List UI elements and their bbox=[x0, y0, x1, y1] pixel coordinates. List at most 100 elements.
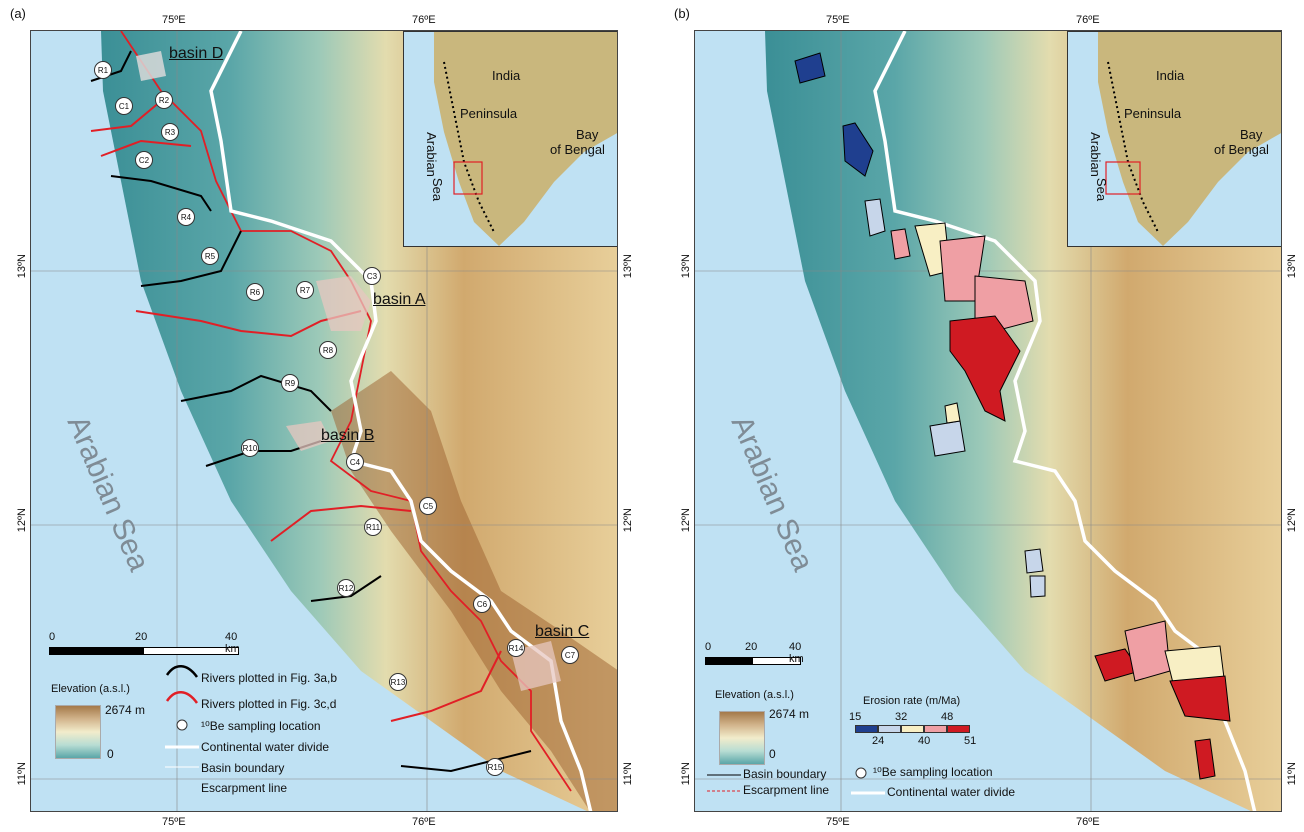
tick-lat-11-left-b: 11ºN bbox=[680, 762, 692, 786]
river-marker: R14 bbox=[507, 639, 525, 657]
basin-a-area bbox=[316, 276, 371, 331]
basin-erosion bbox=[1169, 675, 1231, 722]
basin-c-label: basin C bbox=[535, 623, 590, 640]
inset-india: India bbox=[492, 68, 521, 83]
coastal-marker: C3 bbox=[363, 267, 381, 285]
elevation-max-b: 2674 m bbox=[769, 707, 810, 721]
basin-erosion bbox=[1029, 575, 1046, 598]
river-line bbox=[110, 175, 212, 212]
river-marker: R10 bbox=[241, 439, 259, 457]
river-marker: R1 bbox=[94, 61, 112, 79]
elevation-title-b: Elevation (a.s.l.) bbox=[715, 689, 794, 701]
river-line-red bbox=[90, 100, 162, 132]
inset-sea-b: Sea bbox=[1094, 177, 1110, 202]
panel-label-a: (a) bbox=[10, 6, 26, 21]
erosion-top-label: 15 bbox=[849, 711, 862, 723]
tick-lon-75-bottom-a: 75ºE bbox=[162, 816, 186, 828]
coastal-marker: C1 bbox=[115, 97, 133, 115]
legend-basin-boundary-a: Basin boundary bbox=[201, 761, 285, 775]
inset-of-bengal: of Bengal bbox=[550, 142, 605, 157]
tick-lat-13-left-a: 13ºN bbox=[16, 254, 28, 279]
tick-lon-76-top-a: 76ºE bbox=[412, 14, 436, 26]
basin-erosion bbox=[842, 122, 874, 177]
erosion-swatch bbox=[901, 725, 924, 733]
tick-lat-12-left-b: 12ºN bbox=[680, 508, 692, 533]
basin-erosion bbox=[1194, 738, 1216, 780]
map-panel-a: Arabian Sea basin D basin A basin B basi… bbox=[30, 30, 618, 812]
legend-escarpment-a: Escarpment line bbox=[201, 781, 288, 795]
erosion-bottom-label: 24 bbox=[872, 735, 885, 747]
tick-lon-76-bottom-b: 76ºE bbox=[1076, 816, 1100, 828]
river-line bbox=[310, 575, 382, 602]
inset-peninsula-b: Peninsula bbox=[1124, 106, 1182, 121]
tick-lat-12-right-b: 12ºN bbox=[1286, 508, 1298, 533]
basin-erosion bbox=[949, 315, 1021, 422]
basin-d-label: basin D bbox=[169, 45, 224, 62]
basin-erosion bbox=[864, 198, 886, 237]
tick-lat-11-right-b: 11ºN bbox=[1286, 762, 1298, 786]
legend-divide-b: Continental water divide bbox=[887, 785, 1016, 799]
inset-map-a: India Peninsula Arabian Sea Bay of Benga… bbox=[403, 31, 617, 247]
tick-lon-76-bottom-a: 76ºE bbox=[412, 816, 436, 828]
erosion-swatch bbox=[924, 725, 947, 733]
tick-lon-75-bottom-b: 75ºE bbox=[826, 816, 850, 828]
inset-bay-b: Bay bbox=[1240, 127, 1263, 142]
coastal-marker: C6 bbox=[473, 595, 491, 613]
coastal-marker: C4 bbox=[346, 453, 364, 471]
legend-rivers-ab: Rivers plotted in Fig. 3a,b bbox=[201, 671, 338, 685]
erosion-top-label: 32 bbox=[895, 711, 908, 723]
river-marker: R15 bbox=[486, 758, 504, 776]
inset-of-bengal-b: of Bengal bbox=[1214, 142, 1269, 157]
elevation-min-a: 0 bbox=[107, 747, 114, 761]
inset-bay: Bay bbox=[576, 127, 599, 142]
river-line bbox=[180, 374, 332, 412]
inset-india-b: India bbox=[1156, 68, 1185, 83]
tick-lat-13-left-b: 13ºN bbox=[680, 254, 692, 279]
legend-lines-b bbox=[707, 774, 741, 792]
river-line-red bbox=[270, 504, 412, 542]
coastal-marker: C7 bbox=[561, 646, 579, 664]
coastal-marker: C5 bbox=[419, 497, 437, 515]
panel-label-b: (b) bbox=[674, 6, 690, 21]
river-marker: R12 bbox=[337, 579, 355, 597]
map-panel-b: Arabian Sea India Peninsula Arabian Sea … bbox=[694, 30, 1282, 812]
legend-basin-boundary-b: Basin boundary bbox=[743, 767, 827, 781]
erosion-swatch bbox=[878, 725, 901, 733]
escarpment-line bbox=[120, 31, 572, 792]
erosion-bottom-label: 51 bbox=[964, 735, 977, 747]
tick-lat-11-right-a: 11ºN bbox=[622, 762, 634, 786]
legend-sampling-a: ¹⁰Be sampling location bbox=[201, 719, 321, 733]
river-line-red bbox=[390, 650, 502, 722]
river-marker: R11 bbox=[364, 518, 382, 536]
tick-lon-75-top-b: 75ºE bbox=[826, 14, 850, 26]
elevation-max-a: 2674 m bbox=[105, 703, 146, 717]
basin-c-area bbox=[511, 641, 561, 691]
basin-erosion bbox=[1024, 548, 1044, 574]
river-line-red bbox=[100, 139, 192, 157]
basin-a-label: basin A bbox=[373, 291, 426, 308]
basin-erosion bbox=[929, 420, 966, 457]
river-marker: R13 bbox=[389, 673, 407, 691]
tick-lat-13-right-b: 13ºN bbox=[1286, 254, 1298, 279]
inset-arabian: Arabian bbox=[423, 132, 439, 177]
river-marker: R6 bbox=[246, 283, 264, 301]
basin-b-area bbox=[286, 421, 331, 451]
tick-lon-75-top-a: 75ºE bbox=[162, 14, 186, 26]
legend-rivers-cd: Rivers plotted in Fig. 3c,d bbox=[201, 697, 337, 711]
escarpment-highland bbox=[331, 371, 617, 811]
river-marker: R8 bbox=[319, 341, 337, 359]
elevation-min-b: 0 bbox=[769, 747, 776, 761]
tick-lat-12-right-a: 12ºN bbox=[622, 508, 634, 533]
inset-arabian-b: Arabian bbox=[1087, 132, 1103, 177]
erosion-bottom-label: 40 bbox=[918, 735, 931, 747]
river-marker: R4 bbox=[177, 208, 195, 226]
river-marker: R3 bbox=[161, 123, 179, 141]
elevation-title-a: Elevation (a.s.l.) bbox=[51, 683, 130, 695]
elevation-gradient-b bbox=[719, 711, 765, 765]
inset-map-b: India Peninsula Arabian Sea Bay of Benga… bbox=[1067, 31, 1281, 247]
tick-lat-13-right-a: 13ºN bbox=[622, 254, 634, 279]
erosion-swatch bbox=[947, 725, 970, 733]
tick-lon-76-top-b: 76ºE bbox=[1076, 14, 1100, 26]
river-marker: R2 bbox=[155, 91, 173, 109]
tick-lat-11-left-a: 11ºN bbox=[16, 762, 28, 786]
